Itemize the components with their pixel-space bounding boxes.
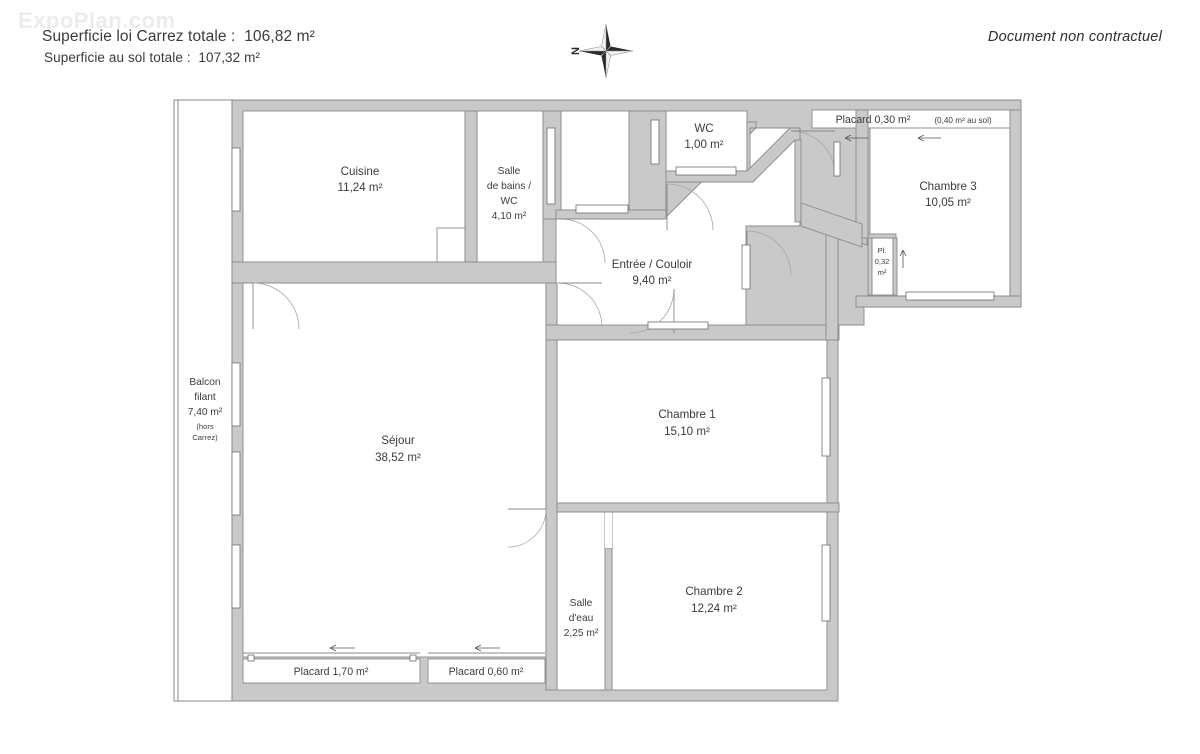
balcon-name-l2: filant bbox=[194, 392, 216, 403]
pl-chambre3-l1: Pl. bbox=[878, 246, 887, 255]
chambre3-area: 10,05 m² bbox=[925, 196, 971, 209]
room-chambre2-shape bbox=[611, 511, 828, 691]
room-cuisine-shape bbox=[242, 110, 466, 263]
chambre1-name: Chambre 1 bbox=[658, 408, 715, 421]
cuisine-name: Cuisine bbox=[341, 165, 380, 178]
balcon-name-l1: Balcon bbox=[189, 377, 220, 388]
room-chambre1-shape bbox=[556, 339, 828, 504]
closet-label-sejour-2: Placard 0,60 m² bbox=[449, 666, 524, 678]
carrez-total-label: Superficie loi Carrez totale : 106,82 m² bbox=[42, 28, 315, 45]
cuisine-area: 11,24 m² bbox=[338, 181, 383, 194]
sde-area: 2,25 m² bbox=[564, 628, 599, 639]
compass-north-label: N bbox=[570, 47, 582, 55]
sdb-area: 4,10 m² bbox=[492, 211, 527, 222]
area-summary: Superficie loi Carrez totale : 106,82 m²… bbox=[42, 26, 315, 68]
balcon-note-l2: Carrez) bbox=[192, 433, 218, 442]
door-arc-entree-1 bbox=[557, 282, 603, 328]
room-label-wc: WC 1,00 m² bbox=[684, 122, 723, 151]
disclaimer-label: Document non contractuel bbox=[987, 29, 1162, 45]
placard-sejour-1-label: Placard 1,70 m² bbox=[294, 666, 369, 678]
chambre2-area: 12,24 m² bbox=[691, 602, 737, 615]
floor-total-label: Superficie au sol totale : 107,32 m² bbox=[44, 50, 261, 66]
sdb-name-l3: WC bbox=[501, 196, 518, 207]
wc-area: 1,00 m² bbox=[684, 138, 723, 151]
compass-rose-icon: N bbox=[566, 22, 636, 80]
room-label-salle-de-bains: Salle de bains / WC 4,10 m² bbox=[487, 166, 531, 222]
door-arc-sdb bbox=[560, 218, 606, 264]
closet-direction-arrows bbox=[329, 134, 941, 652]
placard-top-right-label: Placard 0,30 m² bbox=[836, 114, 911, 126]
chambre1-area: 15,10 m² bbox=[664, 425, 710, 438]
sdb-name-l1: Salle bbox=[498, 166, 521, 177]
sde-name-l1: Salle bbox=[570, 598, 593, 609]
chambre2-name: Chambre 2 bbox=[685, 585, 742, 598]
placard-sejour-2-label: Placard 0,60 m² bbox=[449, 666, 524, 678]
pl-chambre3-l2: 0,32 bbox=[875, 257, 890, 266]
door-arc-cuisine bbox=[252, 282, 300, 330]
entree-area: 9,40 m² bbox=[632, 274, 671, 287]
room-label-chambre2: Chambre 2 12,24 m² bbox=[685, 585, 742, 615]
chambre3-name: Chambre 3 bbox=[919, 180, 976, 193]
sdb-name-l2: de bains / bbox=[487, 181, 531, 192]
entree-name: Entrée / Couloir bbox=[612, 258, 693, 271]
room-label-sejour: Séjour 38,52 m² bbox=[375, 434, 421, 464]
room-label-balcon: Balcon filant 7,40 m² (hors Carrez) bbox=[188, 377, 223, 442]
sejour-area: 38,52 m² bbox=[375, 451, 421, 464]
room-label-chambre3: Chambre 3 10,05 m² bbox=[919, 180, 976, 209]
pl-chambre3-l3: m² bbox=[878, 268, 887, 277]
door-arc-corridor-right bbox=[746, 230, 792, 276]
closet-sejour-1-shape bbox=[242, 658, 421, 684]
door-arc-wc bbox=[666, 183, 714, 231]
balcon-area: 7,40 m² bbox=[188, 407, 223, 418]
sejour-name: Séjour bbox=[381, 434, 415, 447]
room-upper-small-shape bbox=[560, 110, 630, 211]
room-label-salle-d-eau: Salle d'eau 2,25 m² bbox=[564, 598, 599, 639]
closet-label-chambre3: Pl. 0,32 m² bbox=[875, 246, 890, 277]
closet-label-sejour-1: Placard 1,70 m² bbox=[294, 666, 369, 678]
watermark: ExpoPlan.com bbox=[18, 8, 176, 33]
door-arc-entree-2 bbox=[629, 288, 675, 334]
closet-sejour-2-shape bbox=[427, 658, 546, 684]
room-salle-d-eau-shape bbox=[556, 511, 606, 691]
wc-name: WC bbox=[694, 122, 713, 135]
balcon-note-l1: (hors bbox=[196, 422, 214, 431]
room-label-cuisine: Cuisine 11,24 m² bbox=[338, 165, 383, 194]
room-sejour-shape bbox=[242, 282, 547, 658]
room-label-entree: Entrée / Couloir 9,40 m² bbox=[612, 258, 693, 287]
sde-name-l2: d'eau bbox=[569, 613, 594, 624]
closet-label-top-right: Placard 0,30 m² (0,40 m² au sol) bbox=[836, 114, 992, 126]
door-arc-salle-d-eau bbox=[507, 508, 547, 548]
room-label-chambre1: Chambre 1 15,10 m² bbox=[658, 408, 715, 438]
placard-top-right-sub: (0,40 m² au sol) bbox=[934, 116, 992, 125]
